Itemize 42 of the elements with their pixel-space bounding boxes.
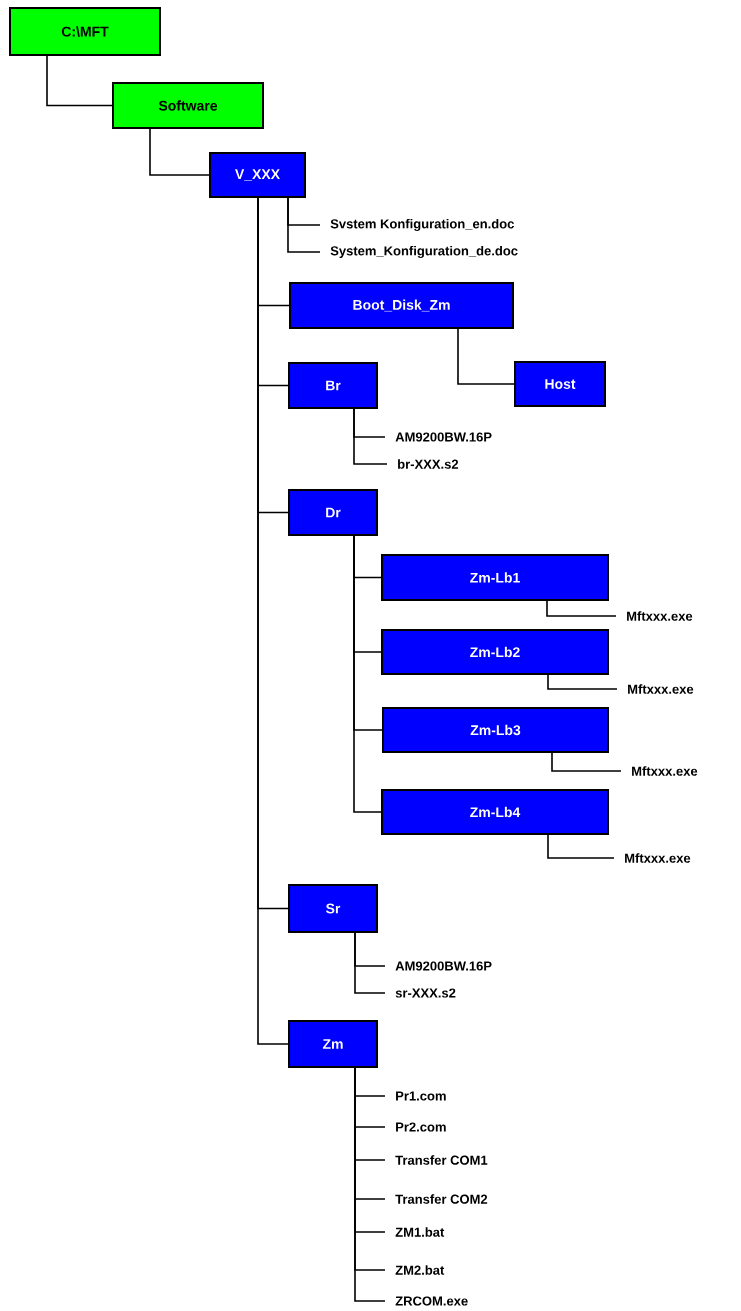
file-name: Mftxxx.exe — [628, 684, 694, 694]
folder-box: Zm-Lb3 — [382, 707, 609, 753]
file-name: Mftxxx.exe — [625, 853, 691, 863]
connector-line — [353, 408, 388, 465]
connector-line — [546, 600, 617, 617]
file-name: br-XXX.s2 — [398, 459, 459, 469]
connector-line — [354, 932, 386, 994]
file-name: Pr1.com — [396, 1091, 446, 1101]
file-name: ZRCOM.exe — [395, 1296, 468, 1306]
folder-box: Software — [112, 82, 264, 129]
file-name: System_Konfiguration_de.doc — [330, 245, 518, 259]
file-name: ZM2.bat — [395, 1265, 445, 1275]
file-name: Mftxxx.exe — [627, 611, 693, 621]
folder-box: Host — [514, 361, 606, 407]
connector-line — [353, 535, 382, 813]
folder-box: Sr — [288, 884, 378, 933]
folder-box: Zm — [288, 1020, 378, 1068]
connector-line — [547, 674, 618, 690]
connector-line — [547, 834, 615, 859]
connector-line — [457, 328, 515, 385]
file-name: Pr2.com — [396, 1122, 446, 1132]
folder-box: C:\MFT — [9, 7, 161, 56]
file-name: AM9200BW.16P — [395, 432, 492, 442]
file-name: Transfer COM1 — [395, 1155, 488, 1165]
folder-box: Dr — [288, 489, 378, 536]
file-name: sr-XXX.s2 — [395, 988, 456, 998]
file-name: Transfer COM2 — [395, 1194, 488, 1204]
folder-box: Boot_Disk_Zm — [289, 282, 514, 329]
folder-box: Zm-Lb4 — [381, 789, 609, 835]
connector-line — [287, 197, 321, 253]
connector-line — [257, 197, 289, 1045]
file-name: Mftxxx.exe — [632, 766, 698, 776]
folder-box: Zm-Lb1 — [381, 554, 609, 601]
connector-line — [551, 752, 622, 772]
folder-box: Br — [288, 362, 378, 409]
file-name: ZM1.bat — [395, 1227, 445, 1237]
folder-box: Zm-Lb2 — [381, 629, 609, 675]
file-name: Svstem Konfiguration_en.doc — [330, 218, 514, 232]
folder-box: V_XXX — [209, 152, 306, 198]
connector-line — [149, 128, 210, 176]
connector-line — [46, 55, 113, 107]
file-name: AM9200BW.16P — [395, 961, 492, 971]
